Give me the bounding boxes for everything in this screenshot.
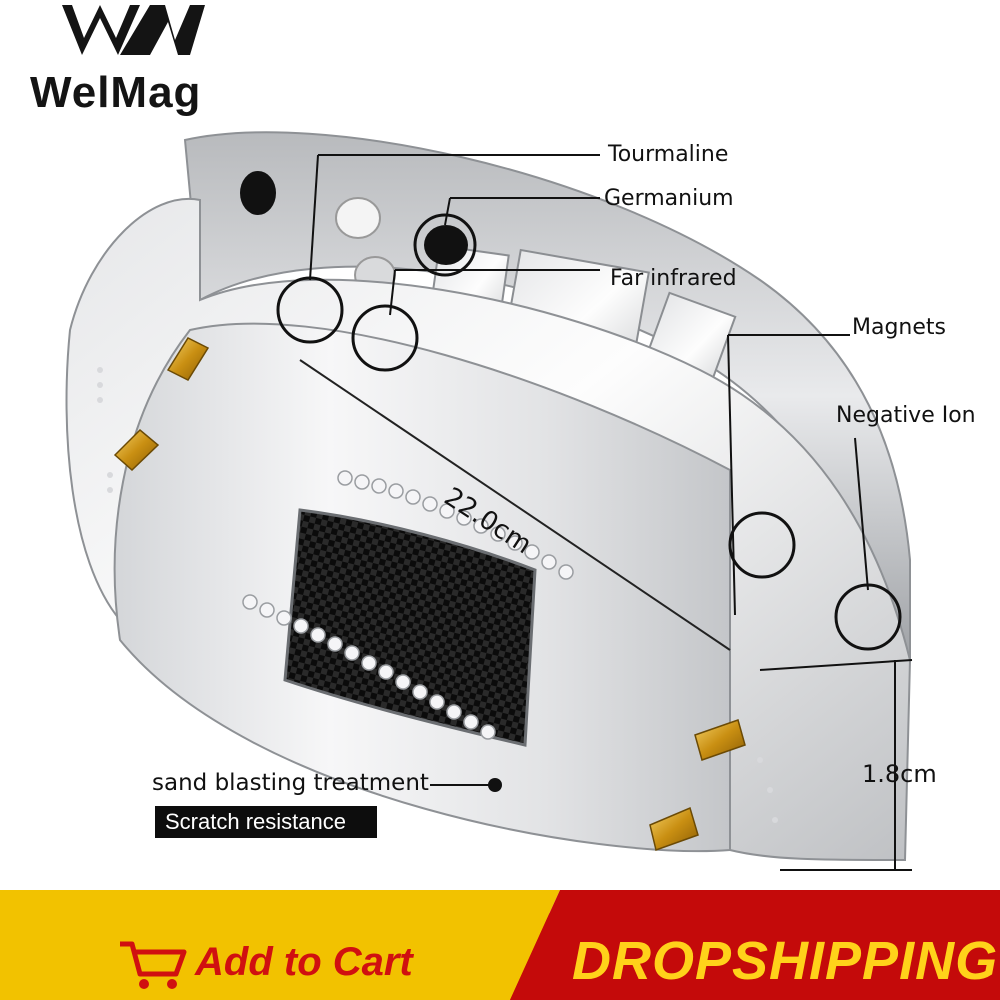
- scratch-resistance-badge: Scratch resistance: [155, 806, 377, 838]
- banner-red-right: [510, 890, 1000, 1000]
- carbon-fiber-inlay: [283, 508, 537, 747]
- callout-lines: [299, 154, 913, 871]
- callout-circles: [276, 213, 902, 651]
- label-tourmaline: Tourmaline: [608, 142, 729, 167]
- label-germanium: Germanium: [604, 186, 734, 211]
- gold-accents: [113, 337, 746, 851]
- dropshipping-label: DROPSHIPPING: [572, 931, 999, 991]
- crystal-row-bottom: [242, 594, 496, 740]
- brand-logo-icon: [62, 5, 205, 55]
- side-studs: [97, 367, 778, 823]
- treatment-label: sand blasting treatment: [152, 770, 429, 796]
- brand-name: WelMag: [30, 68, 202, 117]
- width-label: 1.8cm: [862, 760, 937, 788]
- label-far-infrared: Far infrared: [610, 266, 737, 291]
- label-magnets: Magnets: [852, 315, 946, 340]
- crystal-row-top: [337, 470, 574, 580]
- add-to-cart-button[interactable]: Add to Cart: [195, 940, 413, 984]
- label-negative-ion: Negative Ion: [836, 403, 976, 428]
- treatment-marker: [488, 778, 502, 792]
- shopping-cart-icon[interactable]: [118, 938, 190, 994]
